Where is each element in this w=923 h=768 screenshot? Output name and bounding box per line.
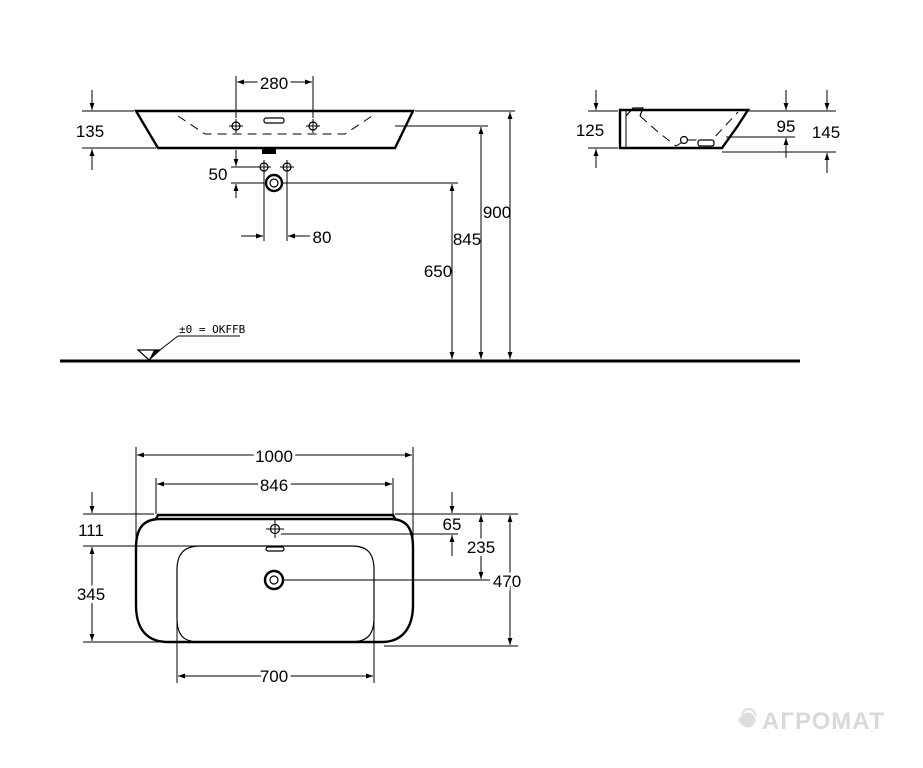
dim-tap-spacing: 280 xyxy=(260,74,288,93)
dim-overall-width: 1000 xyxy=(255,447,293,466)
dim-side-left: 125 xyxy=(576,121,604,140)
leaf-logo-icon xyxy=(738,708,757,728)
front-view: 280 135 50 80 650 845 900 xyxy=(60,71,800,363)
dim-overflow: 65 xyxy=(443,515,462,534)
overflow-slot xyxy=(263,117,285,124)
dim-tap-from-back: 111 xyxy=(78,521,104,540)
tap-hole-right-icon xyxy=(306,119,320,133)
dim-trap-offset: 50 xyxy=(209,165,228,184)
dim-total-height: 900 xyxy=(483,203,511,222)
dim-drain-from-back: 235 xyxy=(467,538,495,557)
floor-level-marker-icon xyxy=(136,335,240,361)
dim-bowl-width: 700 xyxy=(260,667,288,686)
dim-trap-width: 80 xyxy=(313,228,332,247)
dim-side-inner: 95 xyxy=(777,117,796,136)
top-drain-icon xyxy=(263,569,285,591)
top-back-edge xyxy=(154,513,397,520)
top-tap-hole-icon xyxy=(266,520,284,538)
front-basin-outline xyxy=(133,109,415,150)
watermark-text: АГРОМАТ xyxy=(762,708,885,735)
tap-hole-left-icon xyxy=(229,119,243,133)
top-bowl-outline xyxy=(176,545,375,643)
drain-outlet xyxy=(262,148,276,154)
top-overflow-slot xyxy=(265,546,285,552)
trap-icon xyxy=(257,160,294,193)
dim-side-right: 145 xyxy=(812,123,840,142)
floor-reference-label: ±0 = OKFFB xyxy=(179,323,246,336)
top-view: 1000 846 700 111 345 65 235 470 xyxy=(74,444,524,689)
dim-total-depth: 470 xyxy=(493,572,521,591)
watermark: АГРОМАТ xyxy=(738,708,885,735)
dim-drain-height: 650 xyxy=(424,262,452,281)
side-basin-outline xyxy=(618,108,751,150)
dim-front-depth: 345 xyxy=(77,585,105,604)
front-bowl-hidden-line xyxy=(177,115,373,135)
dim-basin-height: 845 xyxy=(453,230,481,249)
dim-rim-height: 135 xyxy=(76,122,104,141)
dim-back-width: 846 xyxy=(260,476,288,495)
top-basin-outline xyxy=(134,517,415,644)
side-bowl-hidden-line xyxy=(639,111,739,147)
side-view: 125 95 145 xyxy=(576,90,840,173)
